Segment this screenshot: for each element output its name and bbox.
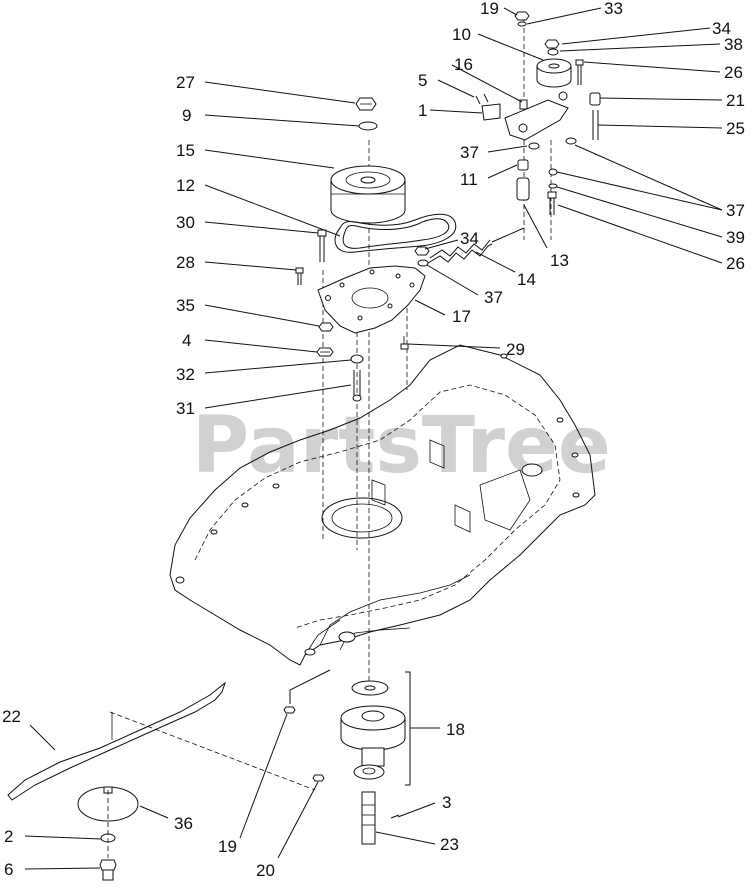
callout-37-right: 37 — [726, 201, 745, 220]
screw-part — [475, 93, 489, 105]
bushing-part — [589, 92, 601, 106]
lock-nut-part — [316, 347, 334, 357]
callout-32: 32 — [176, 365, 195, 384]
callout-33: 33 — [604, 0, 623, 18]
nut-part — [312, 774, 325, 782]
washer-part — [548, 183, 558, 189]
nut-part — [565, 137, 577, 145]
callout-37-spring: 37 — [484, 288, 503, 307]
callout-25: 25 — [726, 119, 745, 138]
callout-26-lower: 26 — [726, 254, 745, 273]
leader-lines — [24, 7, 723, 870]
callout-30: 30 — [176, 213, 195, 232]
spindle-bearing — [353, 764, 385, 780]
bracket-part — [481, 103, 501, 121]
callout-34-top: 34 — [712, 19, 731, 38]
bolt-part — [400, 336, 409, 350]
callout-11: 11 — [460, 170, 478, 189]
callout-9: 9 — [182, 106, 191, 125]
watermark: PartsTree — [192, 401, 611, 491]
callout-18: 18 — [446, 720, 465, 739]
bolt-part — [352, 370, 362, 402]
bushing-part — [517, 159, 529, 171]
bolt-part — [575, 59, 584, 85]
extension-spring — [427, 227, 525, 264]
callout-34-spring: 34 — [460, 229, 479, 248]
callout-12: 12 — [176, 176, 195, 195]
callout-26-top: 26 — [724, 63, 743, 82]
callout-13: 13 — [550, 251, 569, 270]
callout-22: 22 — [2, 707, 21, 726]
nut-part — [283, 706, 296, 714]
callout-4: 4 — [182, 331, 191, 350]
washer-part — [517, 21, 527, 27]
spindle-washer-hole — [364, 685, 376, 691]
drive-belt — [334, 213, 457, 253]
idler-arm — [504, 91, 569, 141]
callout-14: 14 — [517, 270, 536, 289]
nut-part — [417, 259, 429, 267]
callout-19-top: 19 — [480, 0, 499, 18]
key-pin-part — [390, 814, 400, 819]
washer-part — [547, 48, 559, 56]
spindle-pulley — [330, 165, 406, 224]
callout-36: 36 — [174, 814, 193, 833]
callout-31: 31 — [176, 399, 195, 418]
callout-29: 29 — [506, 340, 525, 359]
callout-2: 2 — [4, 827, 13, 846]
callout-20: 20 — [256, 861, 275, 880]
bolt-part — [295, 267, 304, 285]
nut-part — [318, 322, 334, 332]
callout-39: 39 — [726, 228, 745, 247]
assembly-line — [109, 711, 316, 791]
callout-1: 1 — [418, 101, 427, 120]
callout-16: 16 — [454, 55, 473, 74]
bolt-part — [317, 229, 327, 262]
nut-part — [528, 142, 540, 150]
washer-part — [350, 354, 364, 364]
spacer-part — [516, 177, 530, 201]
callout-labels: 19 33 34 10 38 26 5 16 21 1 25 27 9 37 3… — [2, 0, 745, 880]
callout-28: 28 — [176, 253, 195, 272]
callout-19-bottom: 19 — [218, 837, 237, 856]
callout-38: 38 — [724, 35, 743, 54]
bolt-part — [592, 110, 599, 140]
nut-part — [548, 168, 558, 176]
callout-15: 15 — [176, 141, 195, 160]
nut-part — [544, 39, 560, 49]
nut-part — [355, 97, 377, 111]
bolt-part — [547, 191, 557, 215]
washer-part — [358, 121, 378, 131]
callout-37-arm: 37 — [460, 143, 479, 162]
callout-17: 17 — [452, 307, 471, 326]
callout-6: 6 — [4, 860, 13, 879]
callout-3: 3 — [442, 793, 451, 812]
callout-23: 23 — [440, 835, 459, 854]
callout-10: 10 — [452, 25, 471, 44]
mower-deck — [169, 344, 596, 666]
spindle-housing — [340, 705, 406, 767]
blade — [7, 681, 227, 801]
blade-spindle-shaft — [361, 791, 376, 845]
blade-bolt-part — [99, 859, 117, 881]
callout-5: 5 — [418, 71, 427, 90]
idler-pulley — [536, 58, 572, 88]
callout-27: 27 — [176, 73, 195, 92]
callout-35: 35 — [176, 296, 195, 315]
callout-21: 21 — [726, 91, 745, 110]
nut-part — [514, 11, 530, 21]
belt-cover-plate — [317, 265, 426, 334]
